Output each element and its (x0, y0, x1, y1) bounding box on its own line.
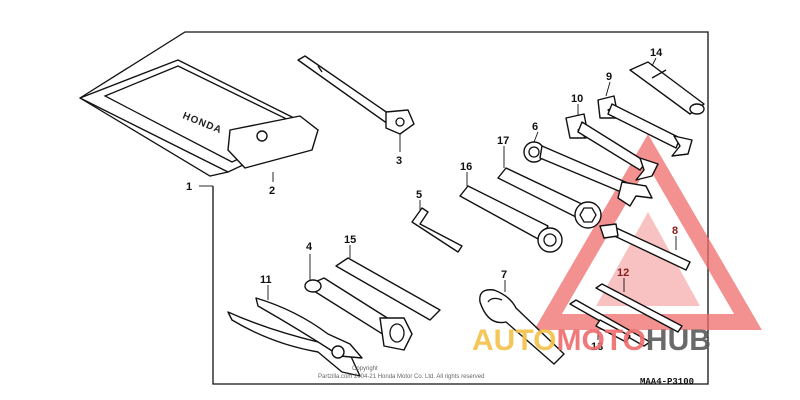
drawing-code: MAA4-P3100 (640, 377, 694, 387)
callout-10: 10 (571, 93, 583, 105)
watermark-triangle-outer (534, 134, 762, 330)
screwdriver-8 (599, 223, 691, 271)
callout-8: 8 (672, 225, 678, 237)
leader-14 (651, 57, 657, 67)
leader-6 (533, 131, 539, 143)
callout-14: 14 (650, 47, 663, 59)
watermark-triangle-inner (596, 212, 700, 306)
pin-spanner-7 (479, 289, 565, 365)
watermark-part-hub: HUB (646, 324, 711, 357)
callout-7: 7 (501, 269, 507, 281)
assembly-boundary (79, 31, 709, 385)
callout-6: 6 (532, 121, 538, 133)
callout-13: 13 (591, 341, 603, 353)
callout-12: 12 (617, 267, 629, 279)
copyright-line-1: Copyright (352, 366, 378, 372)
screwdriver-12 (595, 283, 683, 333)
callout-17: 17 (497, 135, 509, 147)
callout-3: 3 (396, 155, 402, 167)
callout-4: 4 (306, 241, 313, 253)
leader-9 (605, 81, 611, 97)
screwdriver-13 (569, 299, 651, 347)
combination-wrench-6 (523, 141, 653, 207)
watermark-wordmark: AUTOMOTOHUB (472, 324, 711, 357)
watermark-part-auto: AUTO (472, 324, 556, 357)
box-wrench-17 (497, 167, 602, 229)
watermark-logo (534, 134, 762, 330)
callout-9: 9 (606, 71, 612, 83)
bar-15 (335, 257, 441, 321)
watermark-part-moto: MOTO (556, 324, 645, 357)
callout-2: 2 (269, 185, 275, 197)
handle-14 (629, 61, 705, 115)
callout-15: 15 (344, 234, 356, 246)
extension-bar (297, 55, 415, 135)
open-wrench-9 (597, 95, 693, 157)
callout-1: 1 (186, 181, 192, 193)
open-wrench-10 (565, 113, 659, 181)
callout-16: 16 (460, 161, 472, 173)
copyright-line-2: Partzilla.com 2004-21 Honda Motor Co. Lt… (318, 374, 484, 380)
pliers (227, 297, 363, 377)
callout-5: 5 (416, 189, 422, 201)
callout-11: 11 (260, 274, 272, 286)
tool-pouch: HONDA (79, 59, 319, 177)
box-wrench-16 (459, 185, 563, 253)
socket-wrench (304, 277, 413, 351)
hex-key (411, 207, 463, 253)
